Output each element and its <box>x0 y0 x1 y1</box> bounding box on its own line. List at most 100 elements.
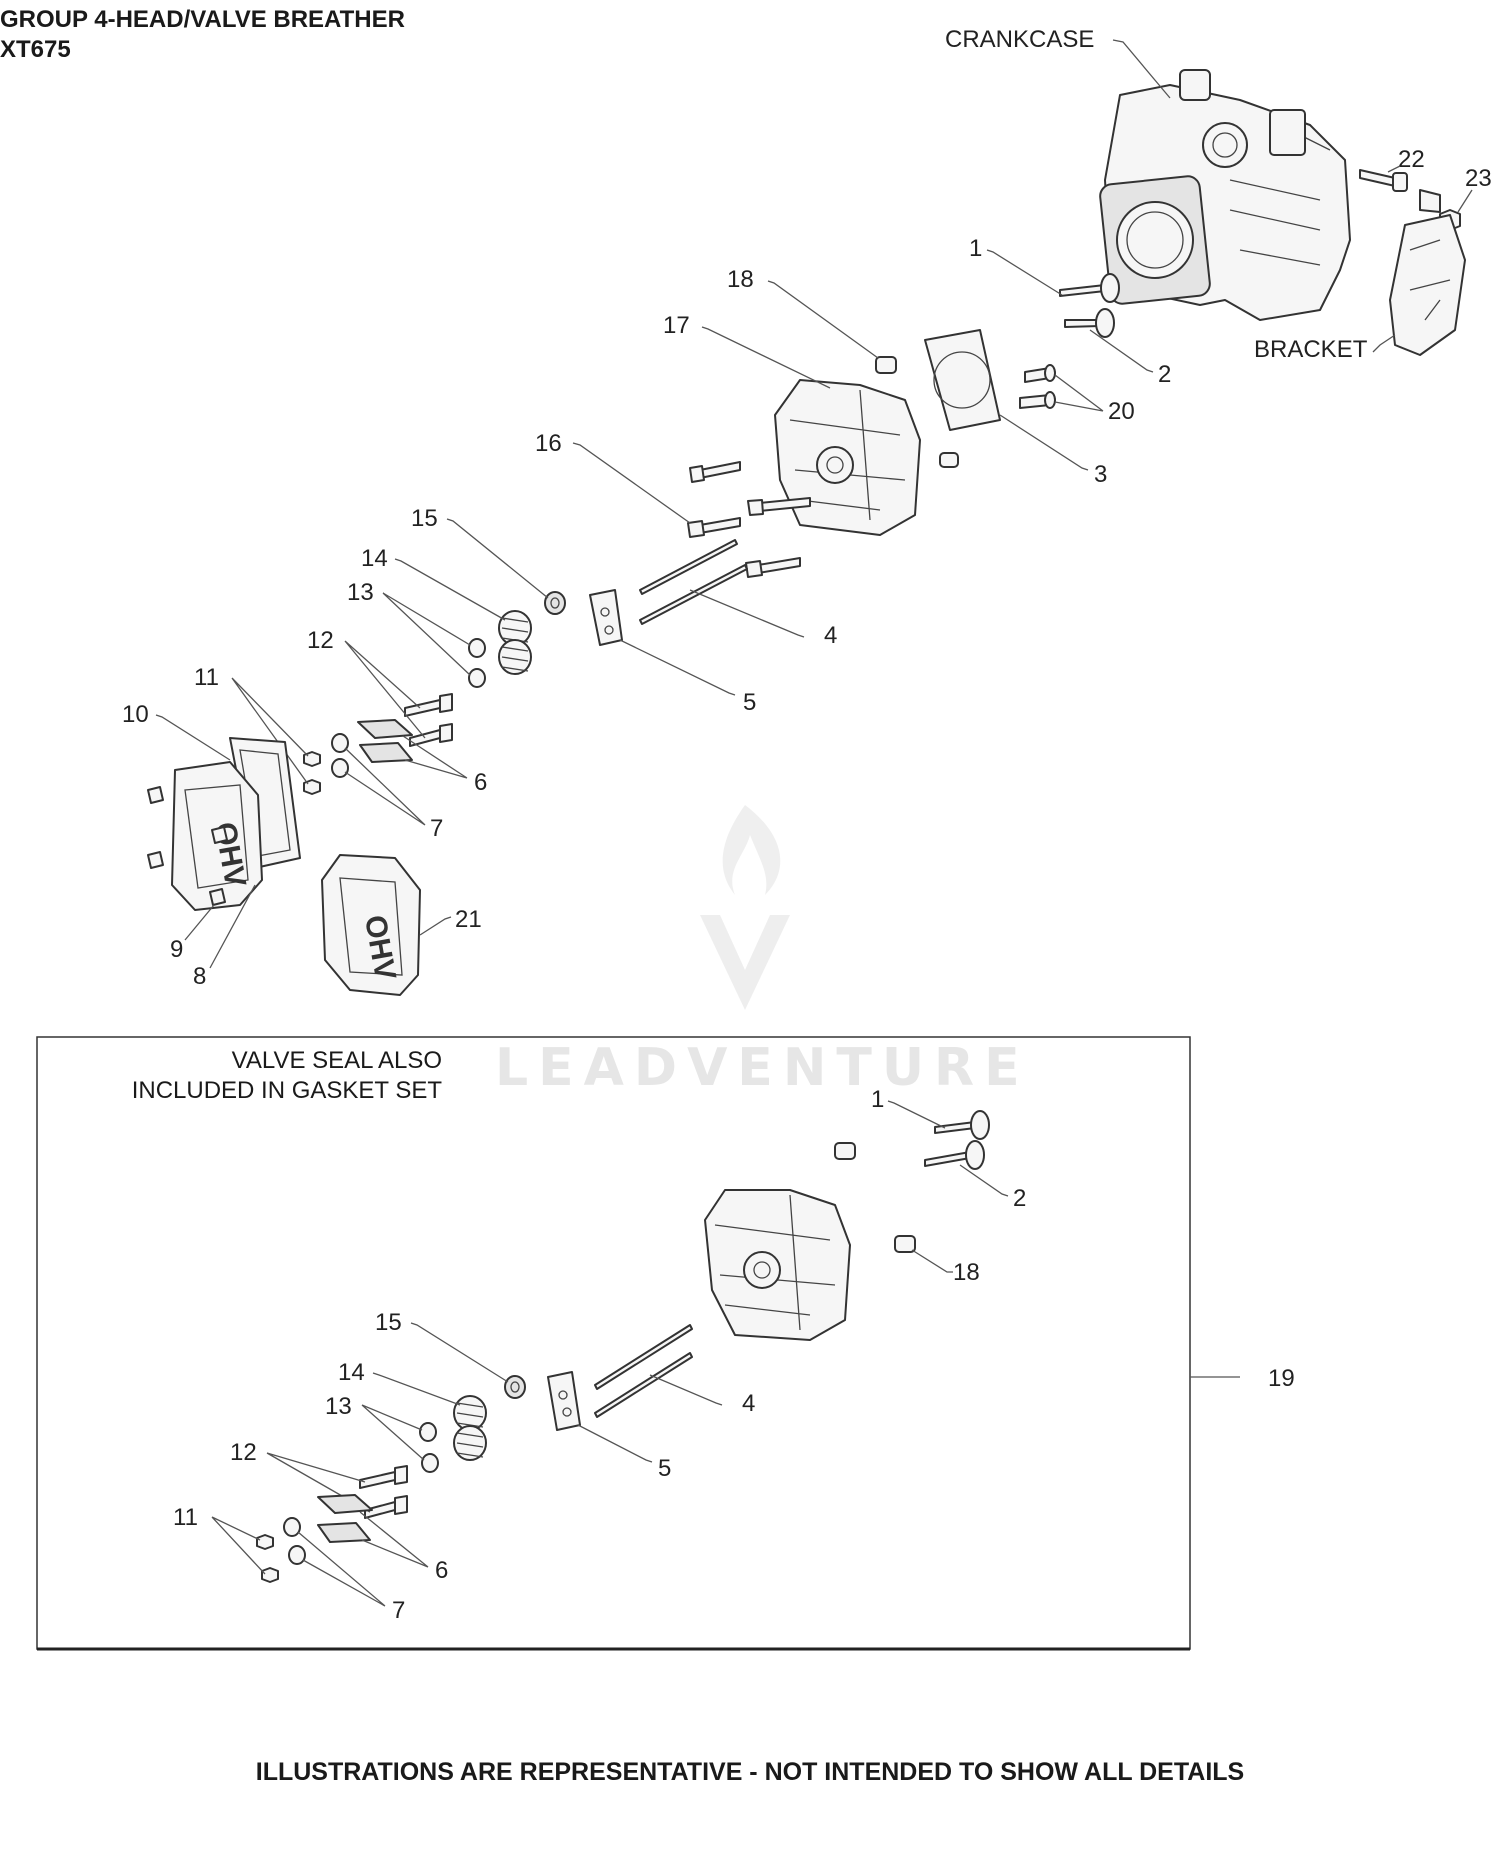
part-7-rocker-pivots <box>331 733 349 778</box>
part-6-rocker-arms <box>357 719 413 763</box>
inset-note-line1: VALVE SEAL ALSO <box>231 1047 442 1074</box>
label-18: 18 <box>727 266 754 293</box>
leader-3 <box>999 414 1089 471</box>
label-22: 22 <box>1398 146 1425 173</box>
leader-17 <box>701 326 831 389</box>
label-14: 14 <box>361 545 388 572</box>
label-23: 23 <box>1465 165 1492 192</box>
label-20: 20 <box>1108 398 1135 425</box>
inset-label-15: 15 <box>375 1309 402 1336</box>
inset-box <box>36 1036 1191 1650</box>
inset-leader-2 <box>959 1164 1009 1197</box>
inset-leader-1 <box>887 1100 946 1129</box>
label-4: 4 <box>824 622 837 649</box>
inset-part-11-rocker-nuts <box>256 1534 279 1583</box>
part-14-valve-springs <box>498 610 532 675</box>
inset-label-4: 4 <box>742 1390 755 1417</box>
inset-label-5: 5 <box>658 1455 671 1482</box>
inset-part-4-push-rods <box>594 1324 693 1418</box>
inset-label-14: 14 <box>338 1359 365 1386</box>
leader-15 <box>446 518 549 599</box>
inset-part-cylinder-head <box>704 1189 851 1341</box>
leader-18 <box>767 280 879 359</box>
part-13-spring-retainers <box>468 638 486 688</box>
inset-label-1: 1 <box>871 1086 884 1113</box>
part-3-head-gasket <box>924 329 1001 431</box>
part-1-intake-valve <box>1059 273 1120 303</box>
inset-part-12-rocker-studs <box>359 1465 408 1519</box>
label-11: 11 <box>194 664 219 691</box>
leader-7 <box>344 747 426 826</box>
leader-11 <box>231 677 309 785</box>
crankcase <box>1099 69 1351 321</box>
inset-leader-15 <box>410 1322 509 1383</box>
part-9-cover-bolts <box>147 786 228 906</box>
inset-label-18: 18 <box>953 1259 980 1286</box>
leader-14 <box>394 558 506 621</box>
leader-4 <box>689 589 805 638</box>
leader-8 <box>209 884 256 969</box>
label-21: 21 <box>455 906 482 933</box>
leader-5 <box>619 639 736 696</box>
label-15: 15 <box>411 505 438 532</box>
inset-part-7-rocker-pivots <box>283 1517 306 1565</box>
leader-20 <box>1054 374 1104 412</box>
label-2: 2 <box>1158 361 1171 388</box>
leader-9 <box>184 904 215 941</box>
label-12: 12 <box>307 627 334 654</box>
label-19: 19 <box>1268 1365 1295 1392</box>
watermark-logo <box>700 805 790 1010</box>
label-crankcase: CRANKCASE <box>945 26 1094 53</box>
label-16: 16 <box>535 430 562 457</box>
label-5: 5 <box>743 689 756 716</box>
label-3: 3 <box>1094 461 1107 488</box>
leader-22 <box>1387 165 1401 173</box>
label-8: 8 <box>193 963 206 990</box>
inset-label-2: 2 <box>1013 1185 1026 1212</box>
inset-label-7: 7 <box>392 1597 405 1624</box>
part-21-valve-cover <box>321 854 421 996</box>
part-20-dowel-pins <box>1019 364 1056 409</box>
inset-part-15-valve-seal <box>504 1375 526 1399</box>
label-bracket: BRACKET <box>1254 336 1368 363</box>
inset-part-6-rocker-arms <box>317 1494 373 1543</box>
part-5-guide-plate <box>589 589 623 646</box>
leader-crankcase <box>1112 39 1171 99</box>
inset-leader-13 <box>361 1404 425 1461</box>
part-18-dowel-pin-b <box>939 452 959 468</box>
inset-part-14-valve-springs <box>453 1395 487 1461</box>
inset-note-line2: INCLUDED IN GASKET SET <box>131 1077 442 1104</box>
inset-part-5-guide-plate <box>547 1371 581 1431</box>
inset-leader-14 <box>372 1372 461 1406</box>
part-4-push-rods <box>639 539 748 625</box>
leader-bracket <box>1372 334 1396 353</box>
part-11-rocker-nuts <box>303 751 321 795</box>
label-10: 10 <box>122 701 149 728</box>
inset-leader-5 <box>577 1424 653 1463</box>
part-22-bolt <box>1359 169 1408 192</box>
label-17: 17 <box>663 312 690 339</box>
leader-2 <box>1089 329 1154 373</box>
part-2-exhaust-valve <box>1064 308 1115 338</box>
leader-21 <box>419 916 452 936</box>
leader-1 <box>986 249 1063 296</box>
label-6: 6 <box>474 769 487 796</box>
inset-leader-11 <box>211 1516 266 1575</box>
label-1: 1 <box>969 235 982 262</box>
part-18-dowel-pin <box>875 356 897 374</box>
bracket <box>1389 189 1466 356</box>
leader-23 <box>1457 189 1473 213</box>
leader-6 <box>402 735 468 779</box>
inset-leader-7 <box>297 1531 386 1607</box>
inset-label-6: 6 <box>435 1557 448 1584</box>
leader-13 <box>382 592 471 676</box>
part-15-valve-seal <box>544 591 566 615</box>
footer-disclaimer: ILLUSTRATIONS ARE REPRESENTATIVE - NOT I… <box>255 1758 1245 1786</box>
inset-part-1-intake-valve <box>934 1110 990 1140</box>
inset-part-18-dowel-pin <box>834 1142 916 1253</box>
inset-leader-6 <box>359 1511 429 1568</box>
label-13: 13 <box>347 579 374 606</box>
leader-10 <box>155 714 231 761</box>
label-7: 7 <box>430 815 443 842</box>
